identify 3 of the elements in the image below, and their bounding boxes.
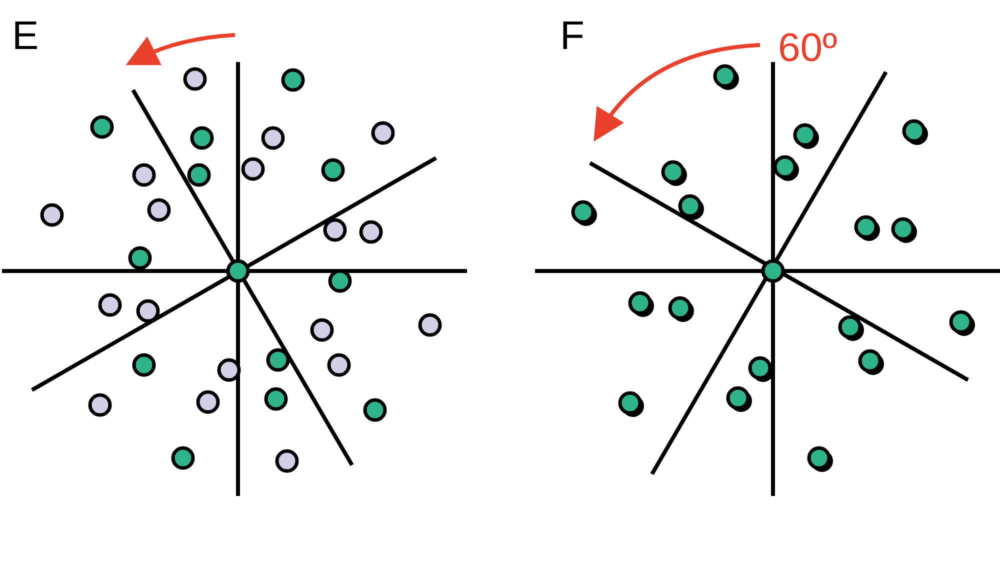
panel-letter: E [12, 16, 39, 56]
angle-label: 60º [778, 28, 838, 68]
panel-letter: F [560, 16, 584, 56]
